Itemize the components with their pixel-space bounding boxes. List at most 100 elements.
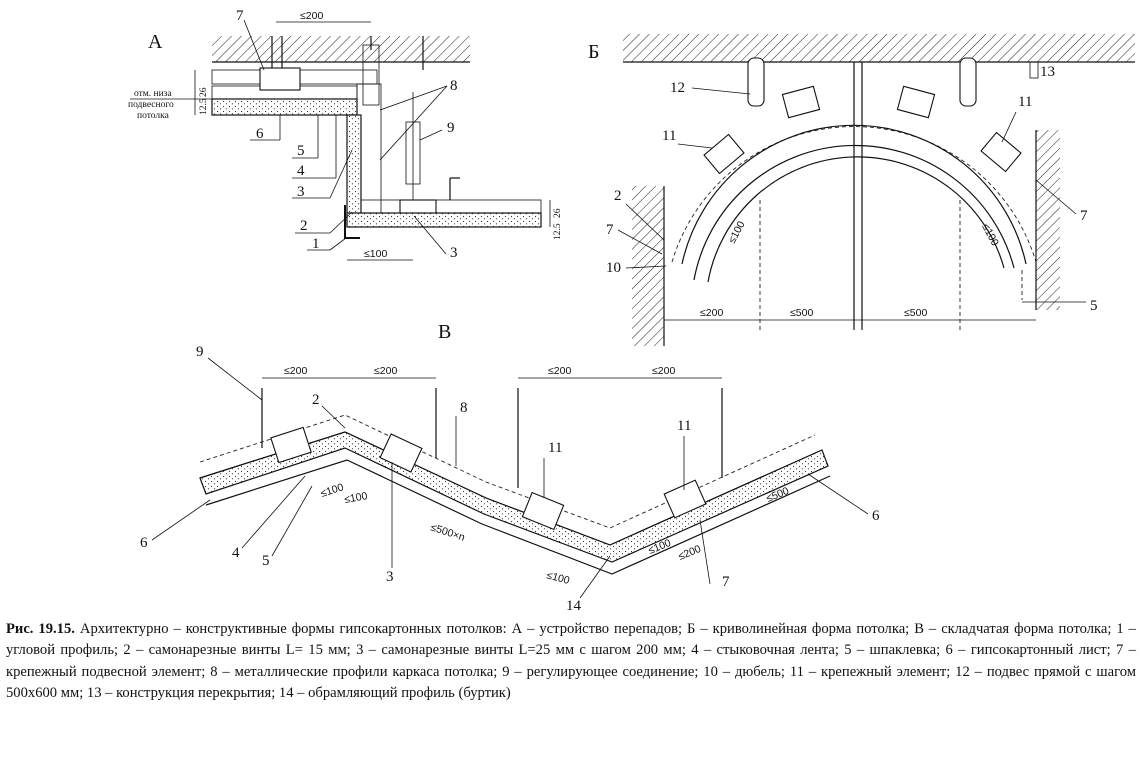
v-leader-9 — [207, 357, 263, 401]
panel-v-letter: В — [438, 321, 451, 343]
panel-a: А ≤200 ≤100 26 12. — [128, 8, 563, 261]
a-callout-9: 9 — [447, 120, 455, 136]
a-level-mark-3: потолка — [137, 111, 170, 121]
a-callout-3b: 3 — [450, 245, 458, 261]
panel-b-letter: Б — [588, 41, 599, 63]
figure-caption: Рис. 19.15. Архитектурно – конструктивны… — [6, 619, 1136, 704]
v-clip-3 — [521, 491, 565, 531]
caption-text: Архитектурно – конструктивные формы гипс… — [6, 621, 1136, 701]
v-dim-200e: ≤200 — [677, 543, 703, 563]
a-callout-7: 7 — [236, 8, 244, 24]
a-callout-8: 8 — [450, 78, 458, 94]
b-callout-11a: 11 — [662, 128, 676, 144]
v-dim-100b: ≤100 — [343, 490, 368, 506]
v-callout-6b: 6 — [872, 508, 880, 524]
a-dim-26-r: 26 — [553, 208, 563, 218]
v-dim-200a: ≤200 — [284, 365, 307, 377]
v-clip-1 — [270, 426, 312, 464]
b-leader-10 — [625, 265, 667, 269]
v-clip-2 — [379, 433, 423, 473]
a-leader-3b — [329, 149, 353, 199]
a-dim-125-r: 12.5 — [553, 223, 563, 240]
v-callout-6a: 6 — [140, 535, 148, 551]
v-dim-100c: ≤100 — [545, 569, 571, 587]
v-leader-14 — [579, 555, 611, 599]
b-leader-12 — [691, 87, 751, 95]
v-dim-200c: ≤200 — [548, 365, 571, 377]
v-callout-7: 7 — [722, 574, 730, 590]
b-dim-200: ≤200 — [700, 307, 723, 319]
v-dim-200d: ≤200 — [652, 365, 675, 377]
b-callout-7a: 7 — [606, 222, 614, 238]
b-callout-5: 5 — [1090, 298, 1098, 314]
v-callout-2: 2 — [312, 392, 320, 408]
v-callout-11a: 11 — [548, 440, 562, 456]
v-dim-200b: ≤200 — [374, 365, 397, 377]
v-callout-5: 5 — [262, 553, 270, 569]
v-callout-8: 8 — [460, 400, 468, 416]
b-slab-tag — [1029, 61, 1039, 79]
b-leader-7b — [1035, 179, 1077, 215]
b-arch-board-inner — [707, 156, 1005, 283]
a-clip-1 — [259, 67, 301, 91]
b-radius-100a: ≤100 — [726, 219, 748, 245]
caption-label: Рис. 19.15. — [6, 621, 75, 637]
b-callout-2: 2 — [614, 188, 622, 204]
a-floor-slab — [212, 36, 470, 62]
b-hanger-left — [747, 57, 765, 107]
b-leader-11a — [677, 143, 713, 149]
a-callout-5: 5 — [297, 143, 305, 159]
v-dim-500n: ≤500×n — [429, 521, 466, 543]
a-lower-board — [346, 212, 542, 228]
a-leader-7 — [243, 19, 265, 71]
b-callout-13: 13 — [1040, 64, 1055, 80]
b-leader-2 — [625, 203, 665, 241]
a-corner-profile — [344, 205, 360, 239]
v-clip-4 — [663, 479, 707, 519]
b-callout-12: 12 — [670, 80, 685, 96]
v-leader-2 — [321, 405, 346, 429]
b-callout-7b: 7 — [1080, 208, 1088, 224]
b-callout-10: 10 — [606, 260, 621, 276]
a-callout-3: 3 — [297, 184, 305, 200]
a-dim-26: 26 — [199, 87, 209, 97]
a-level-mark-2: подвесного — [128, 100, 174, 110]
a-step-board — [346, 114, 362, 226]
a-leader-8a — [379, 85, 448, 111]
a-callout-1: 1 — [312, 236, 320, 252]
a-level-mark-1: отм. низа — [134, 89, 172, 99]
b-clip-4 — [980, 131, 1022, 173]
panel-b: Б 13 ≤200 ≤500 ≤500 ≤100 — [588, 34, 1135, 346]
v-callout-14: 14 — [566, 598, 582, 614]
v-callout-9: 9 — [196, 344, 204, 360]
b-wall-right — [1036, 130, 1060, 310]
b-floor-slab — [623, 34, 1135, 62]
a-callout-2: 2 — [300, 218, 308, 234]
panel-v: В ≤200 ≤200 ≤200 ≤200 ≤100 ≤100 ≤500×n ≤… — [140, 321, 880, 614]
b-clip-2 — [781, 85, 821, 119]
b-leader-11b — [1001, 111, 1017, 143]
v-leader-7 — [699, 519, 711, 585]
a-leader-9 — [419, 129, 443, 141]
v-dim-100a: ≤100 — [319, 481, 345, 500]
b-clip-1 — [703, 133, 745, 175]
b-dim-500a: ≤500 — [790, 307, 813, 319]
v-callout-3: 3 — [386, 569, 394, 585]
a-leader-8b — [379, 85, 448, 161]
b-callout-11b: 11 — [1018, 94, 1032, 110]
b-clip-3 — [896, 85, 936, 119]
v-leader-4 — [241, 475, 306, 549]
a-leader-1b — [329, 237, 347, 251]
a-leader-3c — [413, 215, 447, 255]
a-callout-4: 4 — [297, 163, 305, 179]
b-radius-100b: ≤100 — [979, 222, 1001, 248]
b-leader-7a — [617, 229, 663, 255]
a-dim-200: ≤200 — [300, 10, 323, 22]
a-upper-board — [211, 98, 358, 116]
technical-drawing: А ≤200 ≤100 26 12. — [128, 8, 1135, 614]
b-arch-board-outer — [693, 144, 1015, 281]
v-leader-5 — [271, 485, 313, 557]
v-callout-4: 4 — [232, 545, 240, 561]
v-callout-11b: 11 — [677, 418, 691, 434]
a-dim-100: ≤100 — [364, 248, 387, 260]
